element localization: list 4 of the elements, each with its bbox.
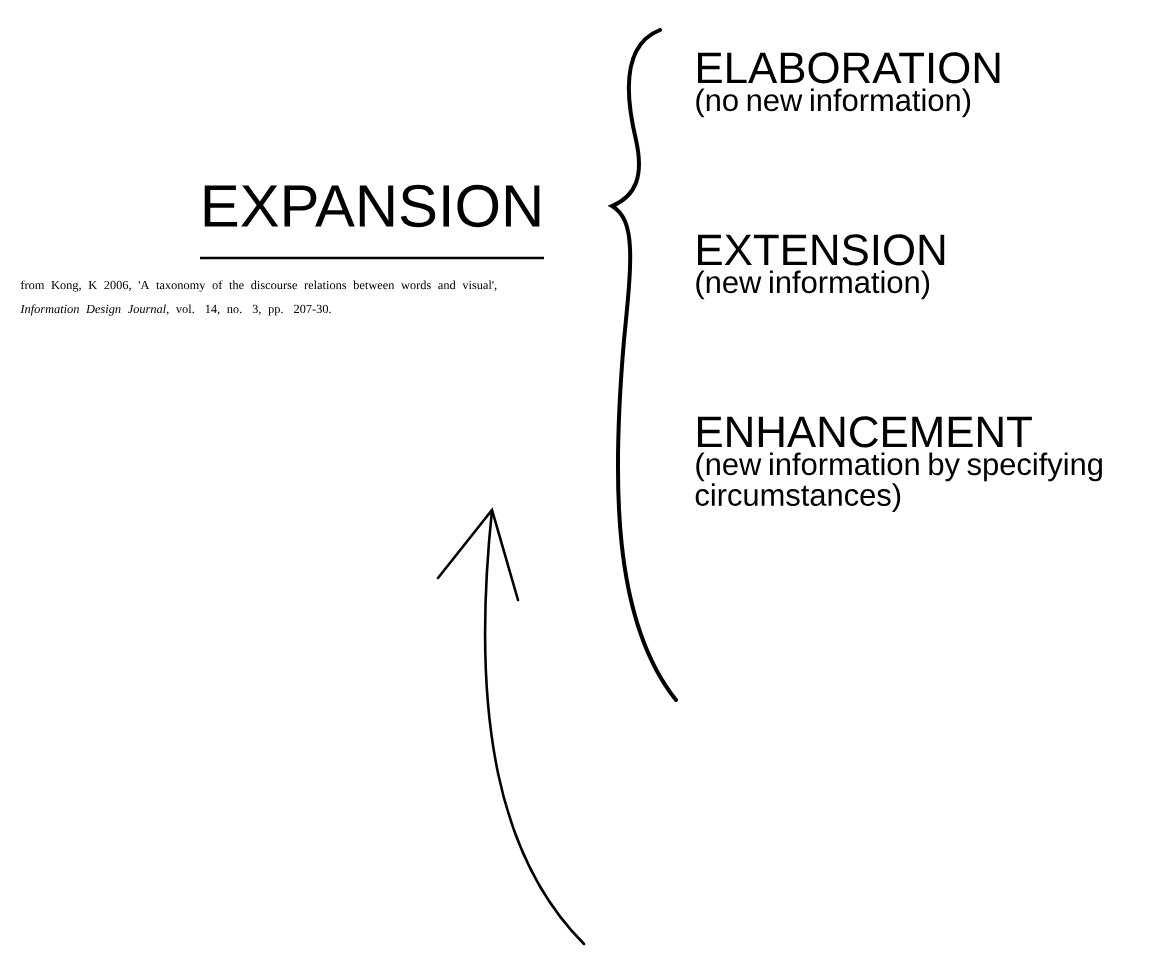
category-text: ELABORATION (no new information) (696, 52, 1000, 118)
heading-text: EXPANSION (204, 184, 540, 228)
category-text: ENHANCEMENT (new information by specifying circumstances) (695, 416, 1102, 513)
category-text: EXTENSION (new information) (696, 234, 945, 300)
